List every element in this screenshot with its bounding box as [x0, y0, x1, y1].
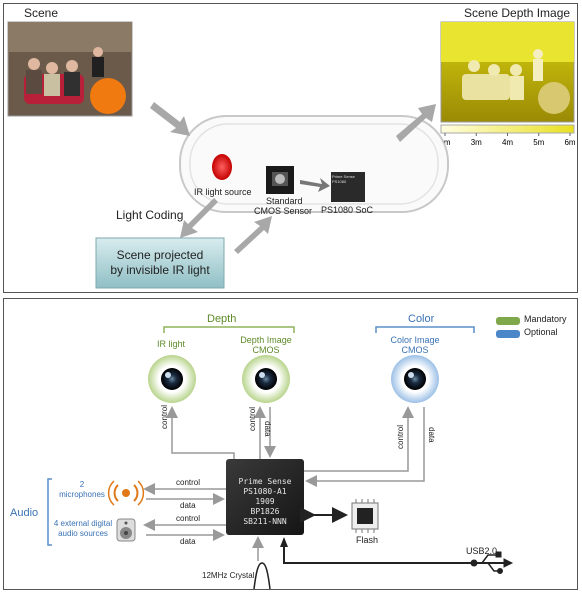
depth-scale-tick-label: 4m	[502, 138, 513, 147]
external-audio-line-2: audio sources	[58, 529, 108, 538]
light-coding-label: Light Coding	[116, 208, 184, 222]
flash-label: Flash	[356, 535, 379, 545]
legend-optional-swatch	[496, 330, 520, 338]
chip-line-3: 1909	[255, 497, 275, 506]
soc-chip	[331, 172, 365, 202]
microphones-line-1: 2	[79, 480, 85, 489]
microphones-line-2: microphones	[59, 490, 105, 499]
depth-cmos-line-1: Depth Image	[240, 335, 292, 345]
flash-chip-icon	[351, 499, 379, 533]
flow-arrows	[150, 102, 436, 254]
color-group-label: Color	[408, 313, 435, 325]
depth-cmos-line-2: CMOS	[252, 345, 280, 355]
legend-mandatory-label: Mandatory	[524, 314, 567, 324]
projected-line-1: Scene projected	[116, 248, 204, 262]
depth-scale-ticks: 2m 3m 4m 5m 6m	[439, 133, 576, 147]
usb-link-arrowhead	[280, 537, 288, 547]
cmos-to-soc-arrow	[300, 178, 330, 192]
crystal-wave-icon	[253, 562, 271, 590]
usb-label: USB2.0	[466, 546, 498, 556]
color-group-bracket	[375, 326, 475, 333]
soc-chip-text: Prime Sense PS1080	[332, 174, 355, 184]
ir-source-label: IR light source	[194, 187, 252, 197]
cmos-label-line-1: Standard	[266, 196, 303, 206]
soc-label: PS1080 SoC	[321, 205, 374, 215]
chip-line-4: BP1826	[250, 507, 280, 516]
usb-link	[283, 539, 474, 564]
ir-control-line	[166, 406, 235, 459]
depth-scale-tick-label: 6m	[564, 138, 575, 147]
ir-emitter	[212, 154, 232, 180]
cmos-label-line-2: CMOS Sensor	[254, 206, 313, 216]
scene-label: Scene	[24, 6, 59, 20]
cmos-sensor	[266, 166, 294, 194]
audio-source-icon	[116, 518, 136, 542]
depth-scale-bar	[440, 124, 575, 134]
projected-line-2: by invisible IR light	[110, 263, 210, 277]
audio-label: Audio	[10, 507, 39, 519]
depth-group-bracket	[163, 326, 295, 333]
projected-scene-text: Scene projected by invisible IR light	[96, 248, 224, 278]
depth-data-label: data	[263, 421, 272, 437]
ext-control-label: control	[176, 514, 201, 523]
depth-cmos-camera	[242, 355, 290, 403]
depth-cmos-label: Depth Image CMOS	[236, 335, 296, 355]
ir-light-label: IR light	[157, 339, 186, 349]
depth-group-label: Depth	[207, 313, 237, 325]
color-control-label: control	[396, 424, 405, 449]
ir-light-camera	[148, 355, 196, 403]
usb-icon	[470, 551, 514, 574]
color-data-line	[305, 407, 425, 487]
chip-line-5: SB211-NNN	[243, 517, 287, 526]
color-cmos-label: Color Image CMOS	[385, 335, 445, 355]
ir-control-label: control	[160, 404, 169, 429]
mic-data-label: data	[180, 501, 196, 510]
crystal-label: 12MHz Crystal	[202, 571, 255, 580]
mic-control-label: control	[176, 478, 201, 487]
chip-marking: Prime Sense PS1080-A1 1909 BP1826 SB211-…	[226, 477, 304, 527]
light-coding-illustration: 2m 3m 4m 5m 6m	[7, 21, 576, 289]
color-cmos-camera	[391, 355, 439, 403]
soc-chip-text-line-1: Prime Sense	[332, 174, 355, 179]
external-audio-label: 4 external digital audio sources	[50, 519, 116, 539]
microphone-icon	[107, 480, 145, 506]
cmos-label: Standard CMOS Sensor	[254, 196, 312, 216]
microphones-label: 2 microphones	[54, 480, 110, 500]
color-data-label: data	[427, 427, 436, 443]
depth-scale-tick-label: 3m	[471, 138, 482, 147]
external-audio-line-1: 4 external digital	[53, 519, 113, 528]
projected-scene-box	[95, 237, 225, 289]
chip-line-2: PS1080-A1	[243, 487, 287, 496]
depth-image	[440, 21, 575, 123]
depth-scale-tick-label: 5m	[533, 138, 544, 147]
color-cmos-line-2: CMOS	[401, 345, 429, 355]
soc-chip-text-line-2: PS1080	[332, 179, 347, 184]
block-diagram	[47, 317, 520, 590]
legend-optional-label: Optional	[524, 327, 558, 337]
sensor-device	[179, 115, 449, 213]
scene-photo	[7, 21, 133, 117]
color-cmos-line-1: Color Image	[390, 335, 440, 345]
audio-brace	[47, 478, 52, 546]
depth-scale-tick-label: 2m	[439, 138, 450, 147]
scene-depth-label: Scene Depth Image	[464, 6, 571, 20]
color-control-line	[304, 406, 414, 472]
block-diagram-panel: Depth Color Mandatory Optional IR light …	[3, 298, 578, 590]
legend-mandatory-swatch	[496, 317, 520, 325]
depth-control-label: control	[248, 406, 257, 431]
ps1080-chip	[226, 459, 304, 535]
chip-line-1: Prime Sense	[238, 477, 292, 486]
ext-data-label: data	[180, 537, 196, 546]
